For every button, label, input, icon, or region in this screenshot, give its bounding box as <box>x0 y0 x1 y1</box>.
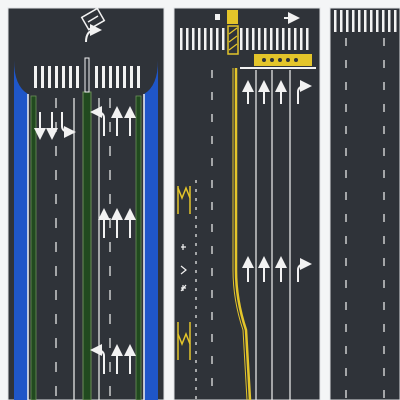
arrows-right-side <box>90 106 136 374</box>
bike-symbol-icon <box>215 14 220 20</box>
verge-right <box>135 95 142 400</box>
road-plan-middle <box>173 7 321 400</box>
diagonal-hatch-bottom <box>177 322 191 360</box>
yellow-text-box <box>254 54 312 66</box>
crosswalk-left <box>34 66 140 88</box>
bike-lane-left <box>14 60 28 400</box>
median-strip <box>82 91 92 400</box>
yellow-marker <box>227 10 238 24</box>
road-plan-left <box>7 7 165 400</box>
asphalt-right <box>330 8 400 400</box>
arrows-left-side <box>34 112 76 140</box>
top-sign <box>80 7 106 43</box>
road-symbols <box>180 244 187 292</box>
crosswalk-middle <box>180 28 309 50</box>
bike-lane-right <box>144 60 158 400</box>
verge-left <box>30 95 37 400</box>
diagonal-hatch-top <box>177 185 191 214</box>
crosswalk-right <box>334 10 397 32</box>
road-plan-right <box>329 7 400 400</box>
yellow-hatch-island <box>227 25 239 55</box>
lane-arrows-middle <box>242 80 312 282</box>
yellow-center-line <box>234 68 252 400</box>
